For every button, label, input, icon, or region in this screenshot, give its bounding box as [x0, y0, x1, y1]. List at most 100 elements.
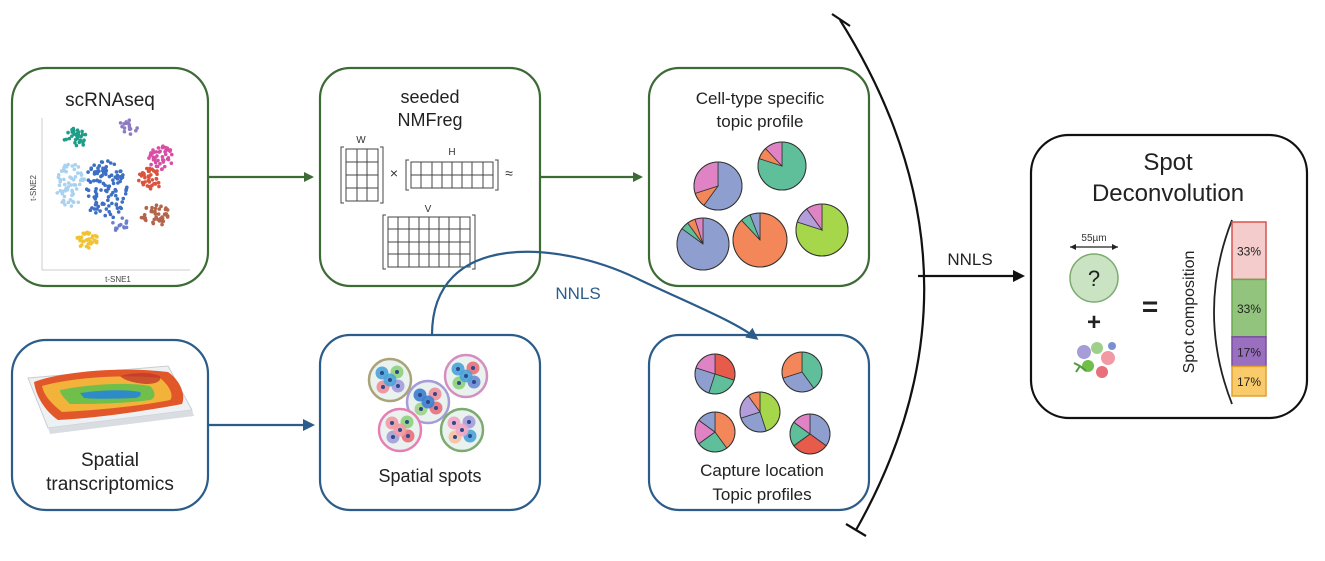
tsne-dot: [66, 130, 70, 135]
tsne-dot: [88, 180, 93, 184]
tsne-dot: [144, 166, 149, 171]
tsne-dot: [114, 226, 118, 230]
tsne-dot: [163, 212, 168, 217]
tsne-dot: [144, 206, 149, 210]
tsne-dot: [90, 236, 94, 240]
spatial-spot: [367, 357, 413, 403]
tsne-dot: [107, 204, 111, 208]
tsne-dot: [108, 212, 113, 217]
tsne-axis-x: t-SNE1: [105, 275, 131, 284]
tsne-dot: [57, 183, 62, 188]
tsne-dot: [71, 199, 75, 204]
tsne-dot: [87, 246, 91, 250]
equals-sign: =: [1142, 291, 1158, 322]
tsne-dot: [120, 200, 125, 204]
nnls-main-label: NNLS: [947, 250, 992, 269]
tsne-dot: [155, 154, 159, 158]
question-mark: ?: [1088, 266, 1100, 291]
tsne-dot: [126, 121, 131, 126]
spatial-spot: [439, 407, 485, 453]
tsne-dot: [73, 162, 78, 167]
tsne-dot: [159, 219, 164, 223]
celltype-title-line1: Cell-type specific: [696, 89, 825, 108]
tsne-dot: [81, 140, 85, 145]
tsne-dot: [118, 121, 123, 125]
tsne-dot: [62, 199, 66, 204]
tsne-dot: [62, 177, 66, 182]
tsne-dot: [154, 203, 159, 208]
tsne-dot: [109, 173, 114, 178]
capture-pie: [694, 411, 736, 453]
nmfreg-box: seeded NMFreg W × H ≈ V: [318, 66, 542, 288]
tsne-dot: [114, 170, 119, 174]
times-sign: ×: [390, 165, 398, 181]
tsne-dot: [106, 186, 111, 191]
tsne-dot: [116, 210, 121, 214]
tsne-dot: [162, 158, 166, 163]
v-label: V: [425, 204, 432, 215]
tsne-dot: [125, 185, 129, 190]
tsne-dot: [121, 196, 126, 201]
tsne-dot: [127, 124, 132, 129]
tsne-dot: [92, 178, 96, 183]
tsne-dot: [100, 168, 105, 173]
tsne-dot: [71, 177, 76, 182]
tsne-dot: [82, 232, 87, 236]
w-label: W: [356, 135, 366, 146]
tsne-dot: [154, 170, 159, 175]
tsne-dot: [76, 171, 80, 175]
tsne-dot: [78, 238, 82, 243]
tsne-dot: [86, 170, 90, 174]
tsne-dot: [158, 149, 162, 154]
tsne-dot: [98, 179, 102, 184]
composition-bar-label: 17%: [1237, 375, 1261, 389]
tsne-dot: [106, 198, 110, 203]
tsne-dot: [68, 175, 72, 179]
tsne-dot: [77, 235, 82, 240]
tsne-dot: [105, 189, 109, 194]
tsne-dot: [100, 202, 105, 206]
tsne-dot: [147, 175, 151, 180]
tsne-dot: [156, 158, 160, 163]
tsne-dot: [59, 169, 64, 173]
tsne-dot: [142, 173, 146, 177]
tsne-dot: [143, 216, 147, 220]
nmfreg-title-line2: NMFreg: [397, 110, 462, 130]
tsne-dot: [69, 204, 74, 208]
tissue-slide-image: [27, 365, 194, 434]
tsne-dot: [143, 175, 147, 180]
deconv-box: Spot Deconvolution 55µm ? + = Spot compo…: [1029, 133, 1309, 420]
tsne-dot: [115, 206, 120, 211]
approx-sign: ≈: [505, 165, 513, 181]
tsne-dot: [121, 173, 125, 177]
tsne-dot: [93, 197, 98, 201]
tsne-dot: [98, 209, 102, 213]
scrnaseq-box: scRNAseq t-SNE2 t-SNE1: [10, 66, 210, 288]
tsne-dot: [111, 215, 116, 220]
tsne-dot: [78, 178, 83, 183]
tsne-dot: [56, 172, 61, 177]
tsne-dot: [123, 191, 128, 196]
composition-bar: 33%: [1231, 221, 1267, 281]
tsne-axis-y: t-SNE2: [29, 175, 38, 201]
celltype-pie: [676, 217, 730, 271]
tsne-dot: [154, 164, 159, 169]
tsne-dot: [156, 146, 161, 150]
tsne-dot: [95, 178, 99, 183]
spatial-spots-box: Spatial spots: [318, 333, 542, 512]
scale-bar-icon: [1070, 244, 1118, 250]
tsne-dot: [161, 144, 165, 149]
tsne-dot: [72, 167, 77, 172]
tsne-dot: [110, 201, 114, 206]
celltype-pie: [757, 141, 807, 191]
celltype-pies: [676, 141, 849, 271]
tsne-dot: [88, 242, 93, 246]
tsne-dot: [94, 211, 98, 215]
tsne-dot: [146, 178, 151, 183]
tsne-dot: [58, 189, 63, 193]
tsne-dot: [154, 177, 159, 181]
tsne-dot: [94, 192, 99, 196]
composition-bar-label: 33%: [1237, 245, 1261, 259]
tsne-dot: [62, 182, 67, 187]
tsne-dot: [77, 140, 82, 145]
